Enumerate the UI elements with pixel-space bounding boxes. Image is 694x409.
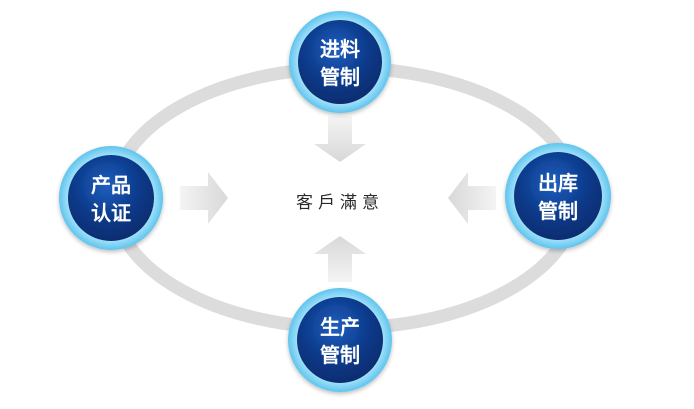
node-right-line2: 管制 [538,199,578,223]
node-right-line1: 出库 [538,171,578,195]
node-top-circle [298,20,382,104]
arrow-right-from-left [180,172,228,224]
node-top: 进料 管制 [289,11,391,113]
node-left-circle [68,155,154,241]
node-left: 产品 认证 [59,146,163,250]
node-right-circle [514,152,602,240]
arrow-left-from-right [448,172,496,224]
node-bottom-line2: 管制 [320,343,360,367]
arrow-up-from-bottom [314,236,366,282]
node-top-line1: 进料 [320,37,360,61]
node-bottom: 生产 管制 [288,288,392,392]
center-label: 客戶滿意 [296,193,384,213]
node-left-line2: 认证 [91,201,131,225]
node-bottom-line1: 生产 [320,315,360,339]
node-left-line1: 产品 [91,173,131,197]
node-top-line2: 管制 [320,65,360,89]
node-right: 出库 管制 [505,143,611,249]
arrow-down-from-top [314,116,366,162]
node-bottom-circle [297,297,383,383]
